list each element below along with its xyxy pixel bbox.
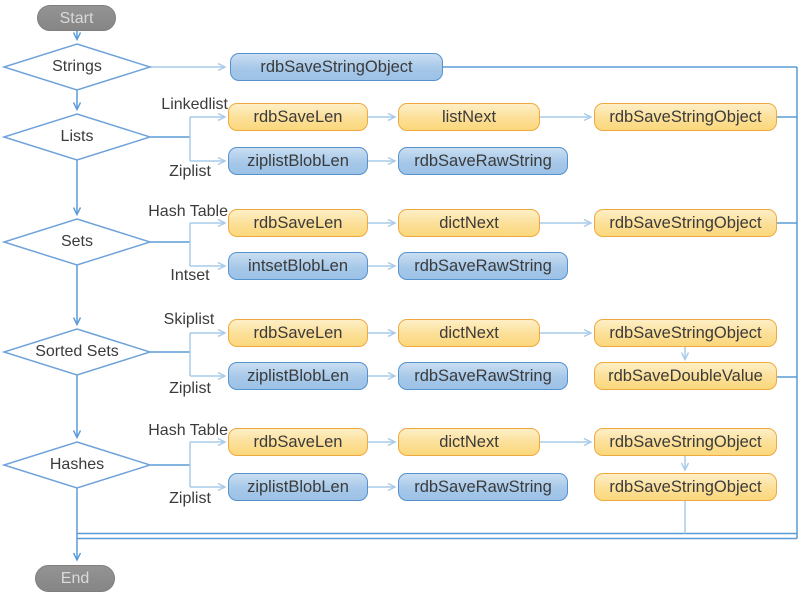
return-rails [77, 66, 798, 540]
process-dictnext: dictNext [398, 209, 540, 237]
branch-label-ziplist: Ziplist [169, 380, 211, 397]
branch-label-ziplist: Ziplist [169, 163, 211, 180]
decision-sets-shape [1, 218, 153, 266]
end-terminal: End [35, 565, 115, 592]
process-rdbsavestringobject: rdbSaveStringObject [594, 103, 777, 131]
branch-label-linkedlist: Linkedlist [161, 96, 228, 113]
process-rdbsavestringobject: rdbSaveStringObject [594, 473, 777, 501]
branch-label-ziplist: Ziplist [169, 490, 211, 507]
decision-lists-shape [1, 113, 153, 161]
decision-sorted-sets-shape [1, 328, 153, 376]
process-rdbsavestringobject: rdbSaveStringObject [594, 428, 777, 456]
process-rdbsaverawstring: rdbSaveRawString [398, 362, 568, 390]
decision-shapes [1, 43, 153, 489]
branch-label-hash-table: Hash Table [148, 422, 228, 439]
decision-sets-label: Sets [60, 233, 93, 250]
branch-label-skiplist: Skiplist [163, 311, 215, 328]
process-rdbsavestringobject: rdbSaveStringObject [230, 53, 443, 81]
process-rdbsaverawstring: rdbSaveRawString [398, 473, 568, 501]
process-rdbsavedoublevalue: rdbSaveDoubleValue [594, 362, 777, 390]
decision-lists-label: Lists [60, 128, 94, 145]
process-ziplistbloblen: ziplistBlobLen [228, 362, 368, 390]
decision-hashes-label: Hashes [49, 456, 105, 473]
decision-hashes-shape [1, 441, 153, 489]
process-rdbsavestringobject: rdbSaveStringObject [594, 319, 777, 347]
start-terminal: Start [37, 5, 116, 31]
decision-strings-shape [1, 43, 153, 91]
process-rdbsaverawstring: rdbSaveRawString [398, 147, 568, 175]
process-listnext: listNext [398, 103, 540, 131]
process-rdbsavestringobject: rdbSaveStringObject [594, 209, 777, 237]
process-rdbsaverawstring: rdbSaveRawString [398, 252, 568, 280]
process-dictnext: dictNext [398, 319, 540, 347]
process-rdbsavelen: rdbSaveLen [228, 209, 368, 237]
process-dictnext: dictNext [398, 428, 540, 456]
process-rdbsavelen: rdbSaveLen [228, 103, 368, 131]
branch-label-intset: Intset [170, 267, 210, 284]
decision-sorted-sets-label: Sorted Sets [35, 343, 119, 360]
process-ziplistbloblen: ziplistBlobLen [228, 473, 368, 501]
branch-connectors [150, 67, 685, 534]
branch-label-hash-table: Hash Table [148, 203, 228, 220]
process-intsetbloblen: intsetBlobLen [228, 252, 368, 280]
process-ziplistbloblen: ziplistBlobLen [228, 147, 368, 175]
decision-strings-label: Strings [52, 58, 102, 75]
process-rdbsavelen: rdbSaveLen [228, 319, 368, 347]
process-rdbsavelen: rdbSaveLen [228, 428, 368, 456]
